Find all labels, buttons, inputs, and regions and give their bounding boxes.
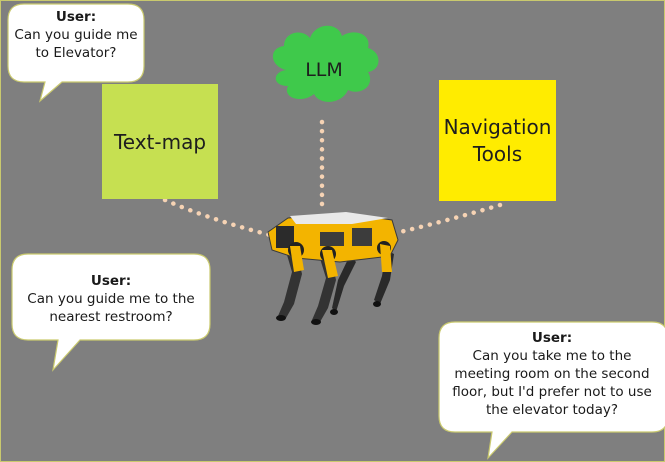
navigation-tools-label: Navigation Tools <box>443 114 552 166</box>
bubble-speaker-label: User: <box>90 273 132 289</box>
navigation-connector <box>397 202 503 235</box>
connector-lines <box>162 119 503 243</box>
text-map-box <box>102 84 218 199</box>
llm-label: LLM <box>305 59 343 81</box>
top-left-bubble <box>7 3 145 103</box>
bottom-right-bubble-text: User: Can you take me to the meeting roo… <box>439 330 665 420</box>
bubble-speaker-label: User: <box>531 330 573 346</box>
text-map-label: Text-map <box>113 129 207 154</box>
middle-left-bubble-text: User: Can you guide me to the nearest re… <box>12 273 210 327</box>
bubble-message: Can you guide me to the nearest restroom… <box>27 290 195 325</box>
bubble-message: Can you take me to the meeting room on t… <box>452 347 652 418</box>
quadruped-robot-dog-icon <box>267 212 399 325</box>
middle-left-bubble <box>11 253 211 372</box>
llm-cloud <box>272 25 379 102</box>
top-left-bubble-text: User: Can you guide me to Elevator? <box>8 9 144 63</box>
bubble-message: Can you guide me to Elevator? <box>14 26 138 61</box>
navigation-tools-box <box>439 80 556 201</box>
bottom-right-bubble <box>438 321 665 460</box>
bubble-speaker-label: User: <box>55 9 97 25</box>
